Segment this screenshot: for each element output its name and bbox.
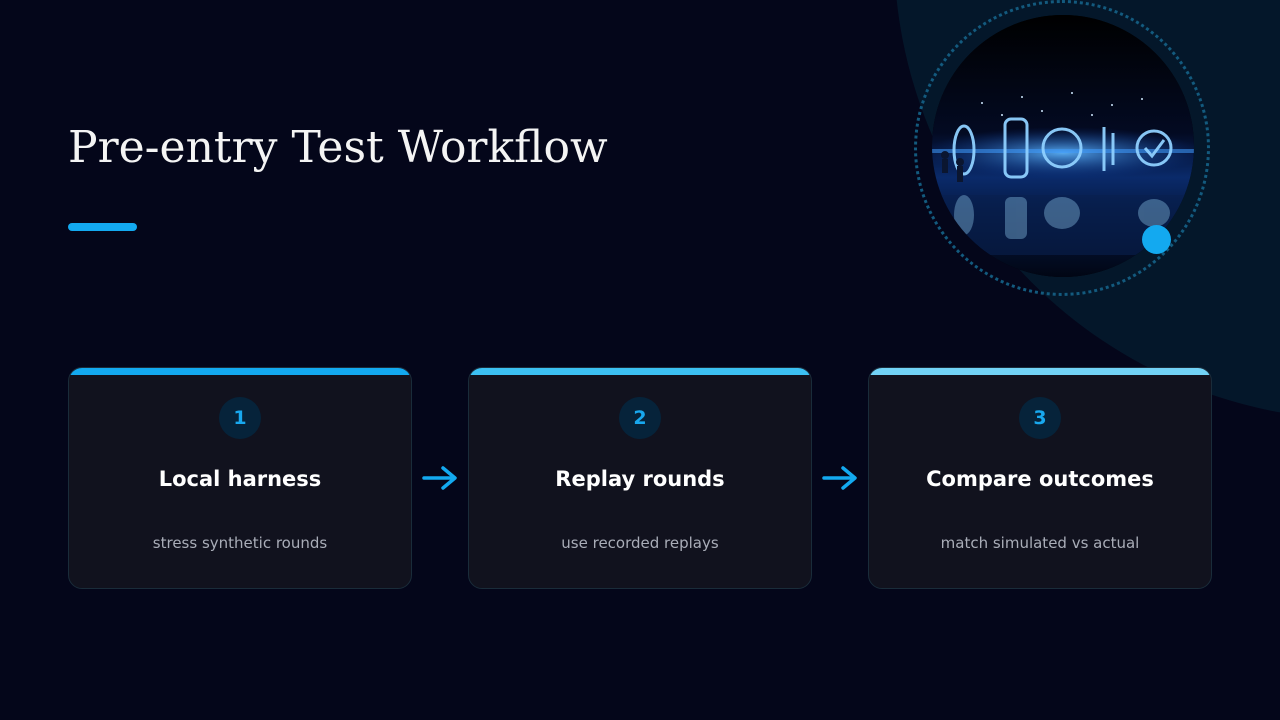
step-card-2-topbar xyxy=(469,368,811,375)
step-card-1: 1 Local harness stress synthetic rounds xyxy=(68,367,412,589)
step-number-badge: 1 xyxy=(219,397,261,439)
step-description: use recorded replays xyxy=(561,534,719,552)
step-title: Replay rounds xyxy=(555,467,725,491)
slide-title: Pre-entry Test Workflow xyxy=(68,122,608,173)
step-title: Local harness xyxy=(158,467,322,491)
step-number-badge: 3 xyxy=(1019,397,1061,439)
step-description: match simulated vs actual xyxy=(940,534,1140,552)
accent-dot xyxy=(1142,225,1171,254)
step-card-2: 2 Replay rounds use recorded replays xyxy=(468,367,812,589)
step-card-3: 3 Compare outcomes match simulated vs ac… xyxy=(868,367,1212,589)
arrow-right-icon xyxy=(822,466,857,490)
step-number-badge: 2 xyxy=(619,397,661,439)
step-card-1-topbar xyxy=(69,368,411,375)
arrow-right-icon xyxy=(422,466,457,490)
dotted-ring xyxy=(914,0,1210,296)
step-title: Compare outcomes xyxy=(926,467,1154,491)
step-description: stress synthetic rounds xyxy=(152,534,328,552)
step-card-3-topbar xyxy=(869,368,1211,375)
title-underline xyxy=(68,223,137,231)
